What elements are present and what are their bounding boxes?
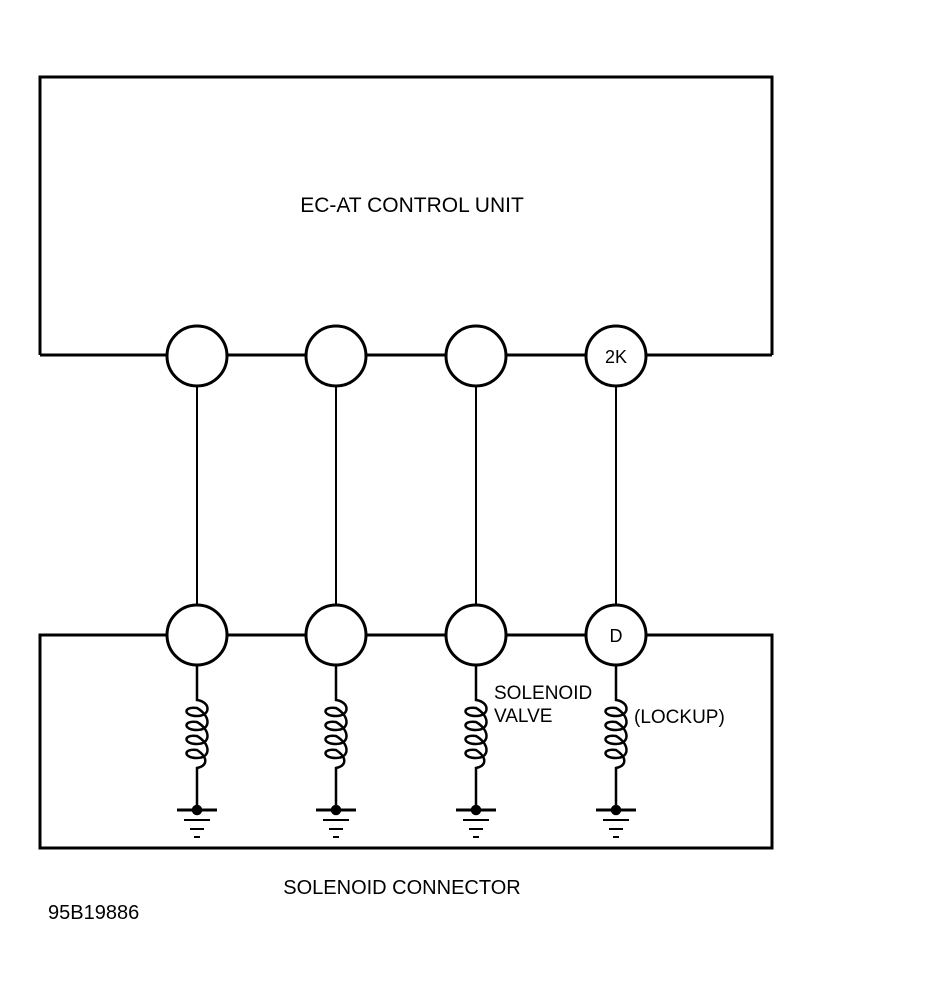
control-unit-pin-1	[165, 324, 229, 388]
solenoid-connector-box	[38, 633, 774, 850]
lockup-label: (LOCKUP)	[634, 707, 725, 728]
connector-pin-1	[165, 603, 229, 667]
solenoid-coil-4	[596, 665, 636, 838]
solenoid-coil-3	[456, 665, 496, 838]
solenoid-label-line1: SOLENOID	[494, 683, 592, 704]
figure-id: 95B19886	[48, 902, 139, 924]
wires	[196, 386, 617, 605]
coil-winding	[185, 665, 209, 808]
control-unit-pin-2	[304, 324, 368, 388]
solenoid-coil-1	[177, 665, 217, 838]
control-unit-pin-2k	[584, 324, 648, 388]
control-unit-label: EC-AT CONTROL UNIT	[300, 194, 524, 217]
connector-pin-2	[304, 603, 368, 667]
control-unit-pin-2k-label: 2K	[605, 347, 627, 367]
solenoid-label-line2: VALVE	[494, 706, 552, 727]
coil-winding	[324, 665, 348, 808]
control-unit-box	[38, 75, 774, 357]
connector-pin-d-label: D	[610, 626, 623, 646]
connector-pin-3	[444, 603, 508, 667]
control-unit-pin-3	[444, 324, 508, 388]
solenoid-coil-2	[316, 665, 356, 838]
coils	[177, 665, 636, 838]
coil-winding	[604, 665, 628, 808]
connector-pins	[165, 603, 648, 667]
coil-winding	[464, 665, 488, 808]
control-unit-pins	[165, 324, 648, 388]
solenoid-connector-label: SOLENOID CONNECTOR	[283, 877, 520, 899]
